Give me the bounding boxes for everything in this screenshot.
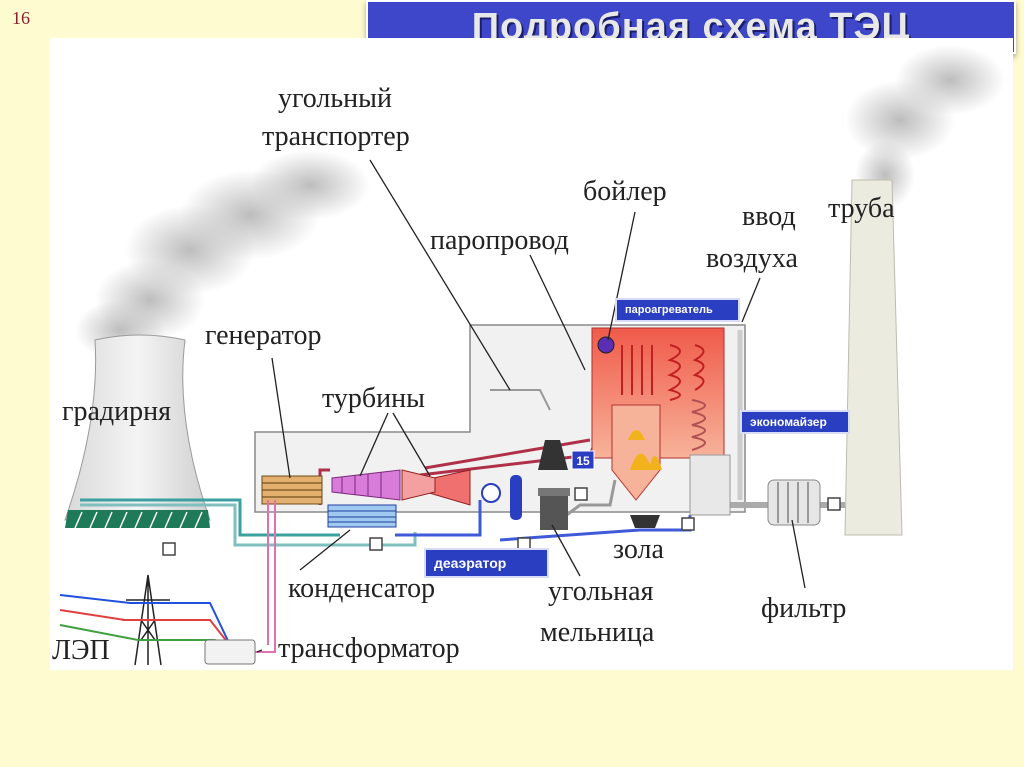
label-filter: фильтр xyxy=(761,593,847,624)
chimney xyxy=(844,179,903,536)
label-turbines: турбины xyxy=(322,383,425,414)
condenser xyxy=(327,504,397,528)
label-air-inlet-1: ввод xyxy=(742,201,796,232)
label-transformer: трансформатор xyxy=(278,633,460,664)
economizer-box: экономайзер xyxy=(740,410,850,434)
label-chimney: труба xyxy=(828,193,895,224)
label-steam-line: паропровод xyxy=(430,225,569,256)
pump-15-marker: 15 xyxy=(571,450,595,470)
label-coal-conveyor-1: угольный xyxy=(278,83,392,114)
label-air-inlet-2: воздуха xyxy=(706,243,798,274)
transformer xyxy=(204,639,256,665)
leader-lines xyxy=(256,159,806,653)
coal-mill xyxy=(538,440,570,530)
fire-icon xyxy=(628,430,662,470)
label-power-line: ЛЭП xyxy=(52,635,110,666)
label-cooling-tower: градирня xyxy=(62,396,172,427)
cooling-tower xyxy=(64,334,211,529)
label-ash: зола xyxy=(613,534,664,565)
boiler xyxy=(591,327,731,516)
label-coal-conveyor-2: транспортер xyxy=(262,121,410,152)
filter xyxy=(767,479,821,526)
label-condenser: конденсатор xyxy=(288,573,436,604)
deaerator-box: деаэратор xyxy=(424,548,549,578)
label-boiler: бойлер xyxy=(583,176,667,207)
turbines xyxy=(331,469,471,506)
ash-bin xyxy=(630,515,660,528)
superheater-box: пароагреватель xyxy=(615,298,740,322)
generator xyxy=(261,475,323,505)
pumps xyxy=(162,487,841,556)
label-coal-mill-2: мельница xyxy=(540,617,655,648)
label-generator: генератор xyxy=(205,320,322,351)
cooling-tower-smoke xyxy=(75,150,370,360)
pump-15-text: 15 xyxy=(576,454,590,468)
deaerator xyxy=(481,475,522,520)
slide-number: 16 xyxy=(12,8,30,28)
label-coal-mill-1: угольная xyxy=(548,576,654,607)
steam-drum xyxy=(597,336,615,354)
